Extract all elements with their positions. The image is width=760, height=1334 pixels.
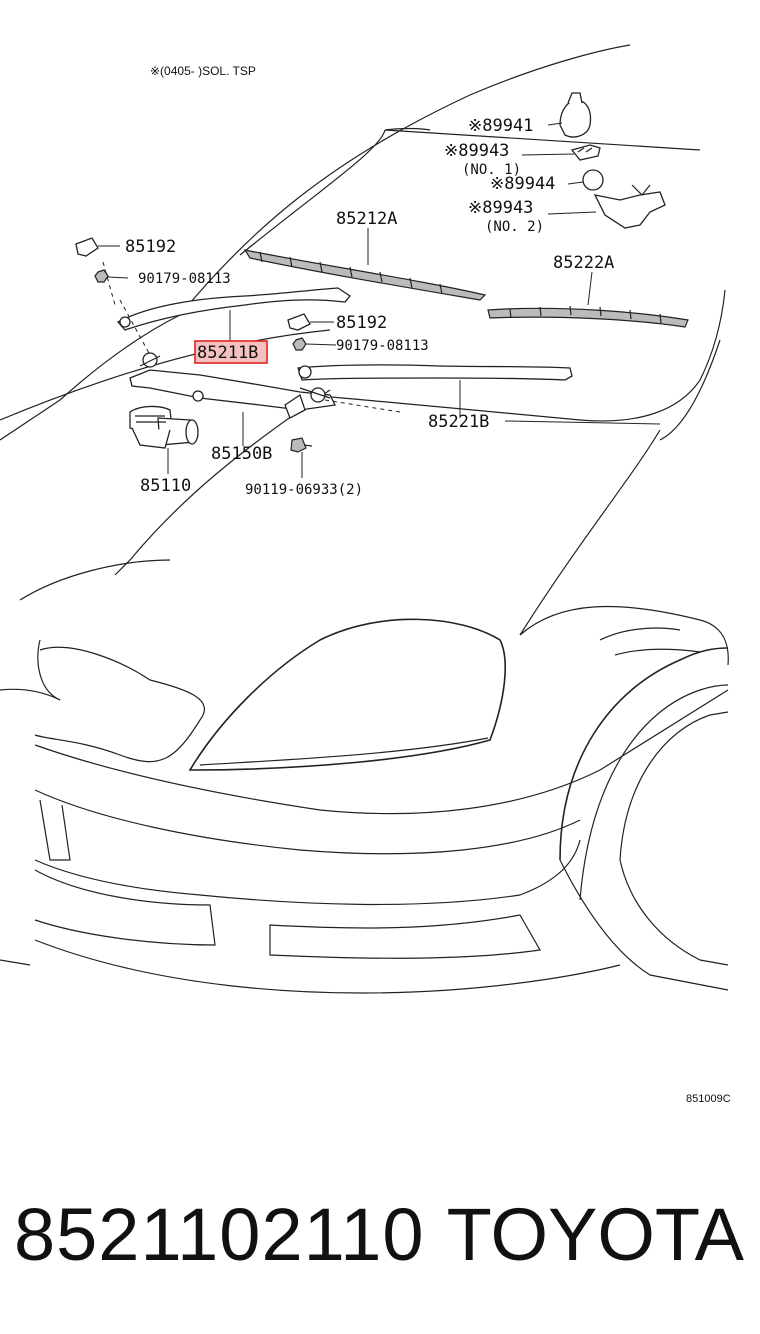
- pivot-cap-85192-left: [75, 237, 99, 257]
- wiper-blade-85222A: [487, 305, 689, 328]
- label-no1: (NO. 1): [462, 162, 521, 178]
- label-85211B[interactable]: 85211B: [197, 343, 258, 363]
- nut-90179-right: [292, 337, 307, 351]
- nut-90179-left: [94, 269, 109, 283]
- wiper-arm-85211B: [116, 287, 351, 331]
- dash-cap-left: [102, 261, 116, 306]
- wiper-motor-85110: [129, 405, 199, 449]
- pivot-cap-85192-right: [287, 313, 311, 331]
- bolt-90119: [290, 437, 313, 453]
- label-85222A: 85222A: [553, 253, 614, 273]
- label-85192-b: 85192: [336, 313, 387, 333]
- label-90179-b: 90179-08113: [336, 338, 429, 354]
- part-number: 8521102110: [14, 1193, 425, 1276]
- washer-nozzle-89941: [559, 92, 592, 138]
- label-89943-b: ※89943: [468, 198, 533, 218]
- label-89941: ※89941: [468, 116, 533, 136]
- label-89944: ※89944: [490, 174, 555, 194]
- leader-lines: [98, 122, 661, 478]
- label-85150B: 85150B: [211, 444, 272, 464]
- label-85192-a: 85192: [125, 237, 176, 257]
- nozzle-cap-89944: [582, 169, 604, 191]
- washer-hose-89943-no1: [570, 144, 601, 161]
- brand-name: TOYOTA: [446, 1193, 744, 1276]
- label-89943-a: ※89943: [444, 141, 509, 161]
- washer-hose-89943-no2: [593, 184, 666, 229]
- wiper-arm-85221B: [297, 364, 573, 381]
- dash-arm-to-pivot: [119, 299, 151, 356]
- highlight-85211B: [194, 340, 268, 364]
- label-85212A: 85212A: [336, 209, 397, 229]
- applicability-note: ※(0405- )SOL. TSP: [150, 64, 256, 78]
- footer: 8521102110 TOYOTA: [0, 1190, 760, 1280]
- label-90179-a: 90179-08113: [138, 271, 231, 287]
- car-body-outline: [0, 44, 729, 994]
- label-85221B: 85221B: [428, 412, 489, 432]
- label-85110: 85110: [140, 476, 191, 496]
- figure-code: 851009C: [686, 1093, 731, 1105]
- label-no2: (NO. 2): [485, 219, 544, 235]
- wiper-blade-85212A: [243, 249, 487, 301]
- wiper-link-85150B: [129, 352, 336, 419]
- label-90119: 90119-06933(2): [245, 482, 363, 498]
